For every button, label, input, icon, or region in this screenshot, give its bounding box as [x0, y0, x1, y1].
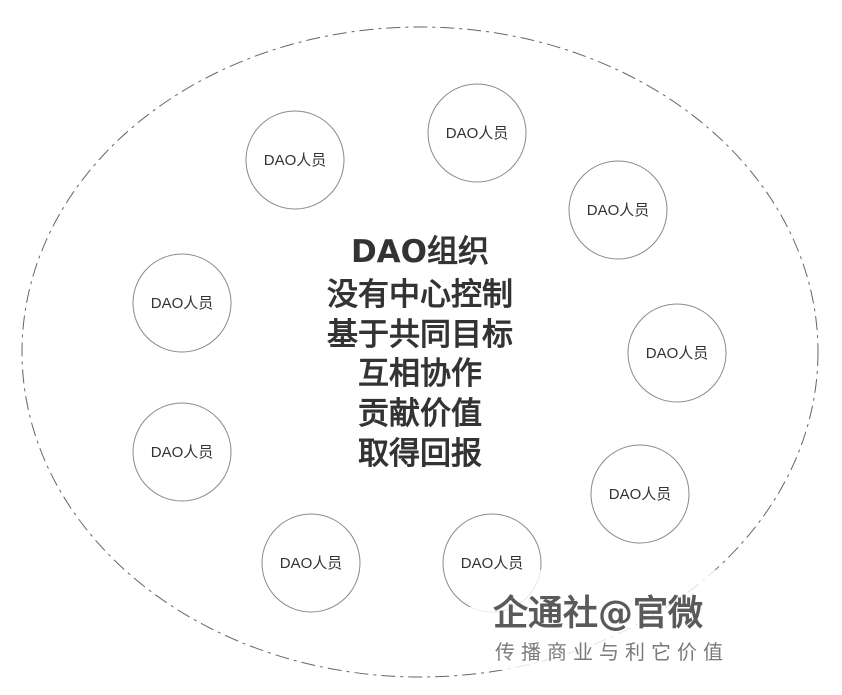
center-text: DAO组织 没有中心控制 基于共同目标 互相协作 贡献价值 取得回报	[327, 234, 513, 472]
member-label: DAO人员	[587, 202, 650, 219]
member-circle	[261, 513, 361, 613]
member-label: DAO人员	[461, 555, 524, 572]
member-circle	[132, 253, 232, 353]
watermark-title: 企通社@官微	[493, 593, 703, 634]
member-node: DAO人员	[590, 444, 690, 544]
member-circle	[627, 303, 727, 403]
watermark: 企通社@官微 传播商业与利它价值	[470, 570, 770, 670]
member-label: DAO人员	[264, 152, 327, 169]
member-node: DAO人员	[132, 402, 232, 502]
member-label: DAO人员	[646, 345, 709, 362]
organization-boundary	[21, 26, 819, 678]
member-circle	[568, 160, 668, 260]
member-circle	[245, 110, 345, 210]
center-line-3: 基于共同目标	[327, 317, 513, 353]
member-node: DAO人员	[568, 160, 668, 260]
center-line-2: 没有中心控制	[327, 277, 513, 313]
center-line-5: 贡献价值	[358, 396, 482, 432]
watermark-subtitle: 传播商业与利它价值	[495, 640, 729, 664]
member-circle	[427, 83, 527, 183]
member-node: DAO人员	[627, 303, 727, 403]
member-label: DAO人员	[151, 295, 214, 312]
member-label: DAO人员	[151, 444, 214, 461]
member-label: DAO人员	[446, 125, 509, 142]
member-circle	[590, 444, 690, 544]
center-line-4: 互相协作	[358, 356, 482, 392]
member-node: DAO人员	[132, 253, 232, 353]
member-node: DAO人员	[245, 110, 345, 210]
member-label: DAO人员	[280, 555, 343, 572]
members-group: DAO人员 DAO人员 DAO人员 DAO人员 DAO人员 DAO人员 DAO人员 DAO人员…	[132, 83, 727, 613]
member-node: DAO人员	[261, 513, 361, 613]
member-node: DAO人员	[427, 83, 527, 183]
center-line-1: DAO组织	[351, 234, 489, 270]
watermark-backdrop	[470, 570, 770, 670]
center-line-6: 取得回报	[358, 436, 482, 472]
member-circle	[132, 402, 232, 502]
member-label: DAO人员	[609, 486, 672, 503]
